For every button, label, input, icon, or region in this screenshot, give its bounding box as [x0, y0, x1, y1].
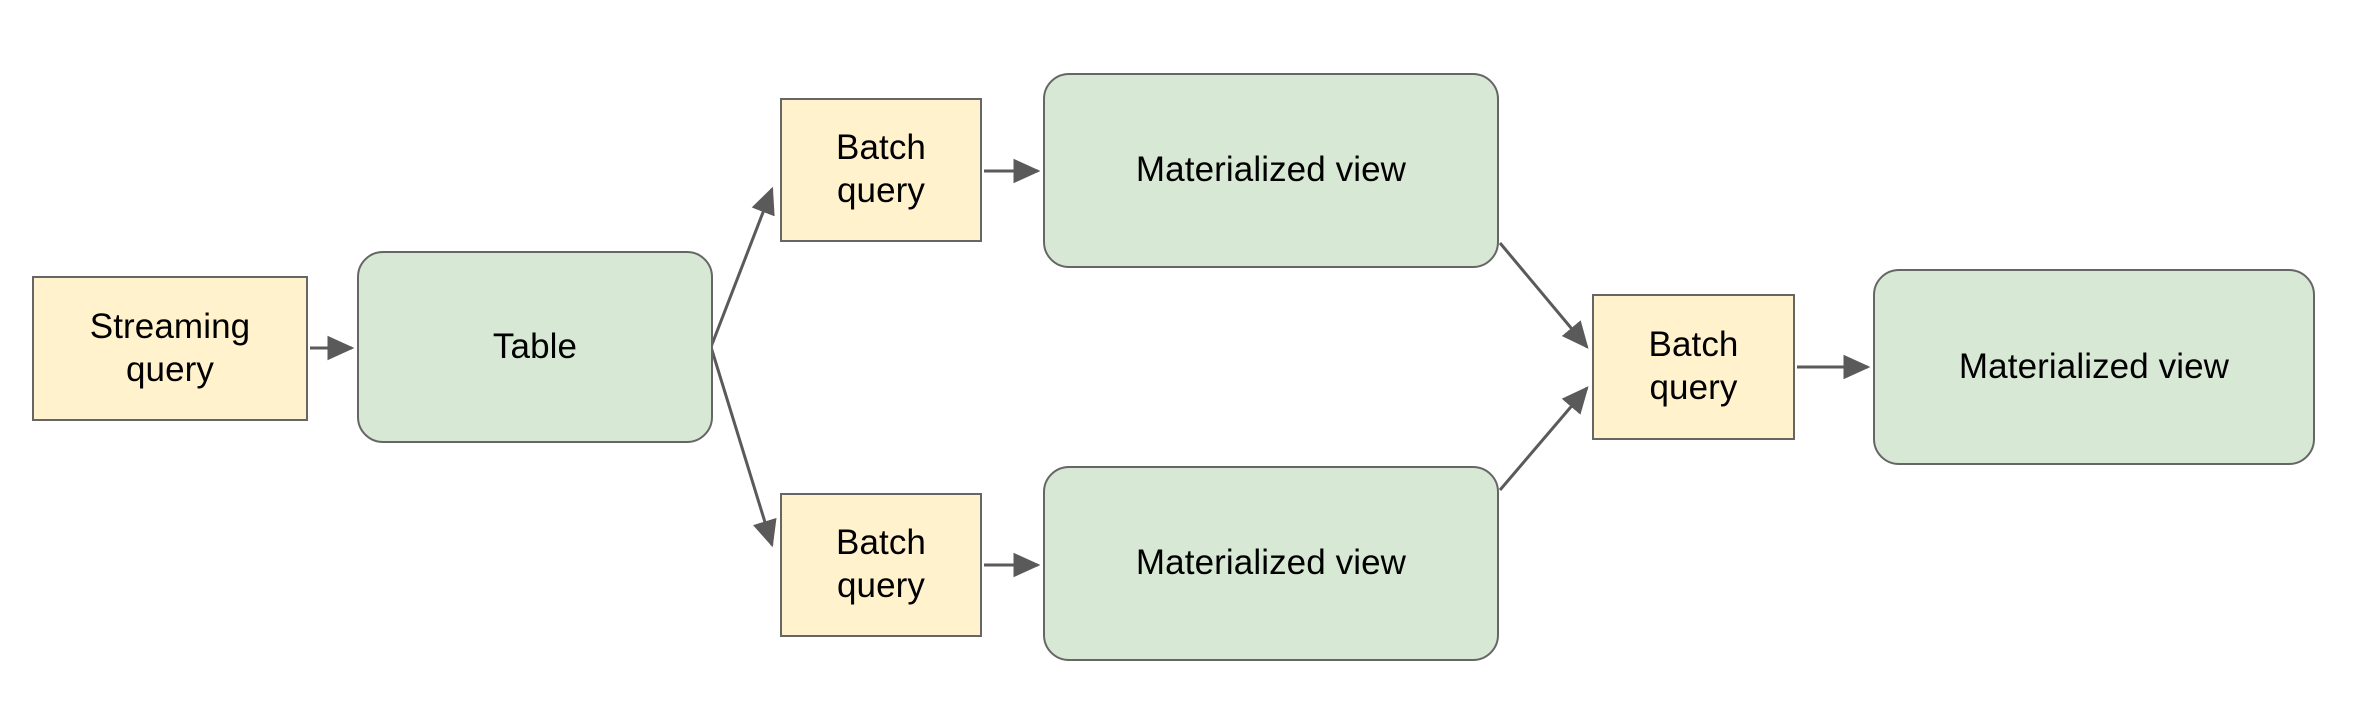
- node-batch-query-bottom-label: Batch query: [836, 523, 926, 605]
- edge-materialized-view-bottom-to-batch-query-merge: [1498, 386, 1589, 491]
- edge-materialized-view-top-to-batch-query-merge: [1498, 242, 1589, 349]
- node-materialized-view-top-label: Materialized view: [1135, 150, 1407, 190]
- node-table[interactable]: Table: [357, 251, 713, 443]
- node-streaming-query-label: Streaming query: [89, 306, 251, 389]
- node-batch-query-top[interactable]: Batch query: [780, 98, 982, 242]
- node-batch-query-merge[interactable]: Batch query: [1592, 294, 1795, 440]
- node-batch-query-bottom[interactable]: Batch query: [780, 493, 982, 637]
- edge-table-to-batch-query-top: [709, 186, 775, 348]
- node-materialized-view-bottom[interactable]: Materialized view: [1043, 466, 1499, 661]
- node-batch-query-merge-label: Batch query: [1648, 325, 1739, 407]
- node-materialized-view-final[interactable]: Materialized view: [1873, 269, 2315, 465]
- node-materialized-view-top[interactable]: Materialized view: [1043, 73, 1499, 268]
- node-table-label: Table: [492, 326, 578, 366]
- node-materialized-view-bottom-label: Materialized view: [1135, 543, 1407, 583]
- node-materialized-view-final-label: Materialized view: [1958, 346, 2230, 386]
- node-batch-query-top-label: Batch query: [836, 128, 926, 210]
- node-streaming-query[interactable]: Streaming query: [32, 276, 308, 421]
- edge-table-to-batch-query-bottom: [709, 346, 777, 548]
